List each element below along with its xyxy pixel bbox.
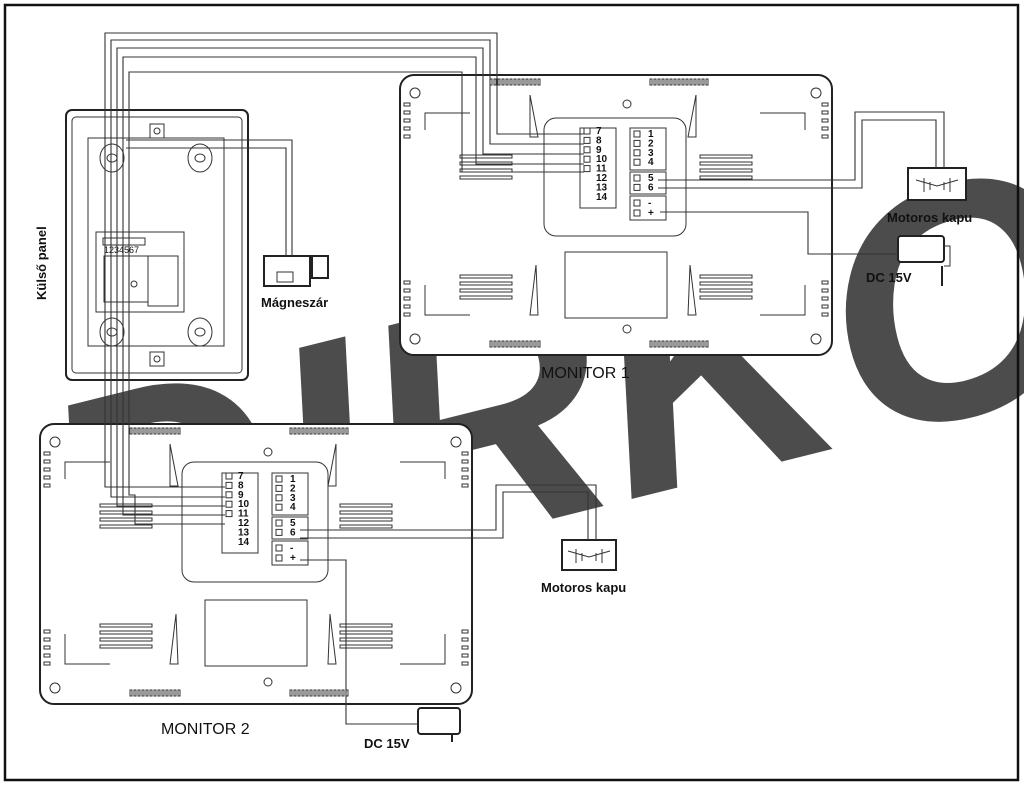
monitor-1-terminal-8: 8 (596, 135, 602, 146)
monitor-2-terminal-5: 5 (290, 518, 296, 529)
monitor-1-power-terminal-0: - (648, 198, 651, 209)
monitor-2-terminal-10: 10 (238, 499, 250, 510)
monitor-1-terminal-7: 7 (596, 126, 602, 137)
panel-dip-label: 1234567 (104, 245, 139, 255)
panel-connector-block (95, 231, 185, 313)
monitor-1-terminal-3: 3 (648, 148, 654, 159)
monitor-2-terminal-6: 6 (290, 527, 296, 538)
motor-gate-2: Motoros kapu (541, 539, 626, 595)
power-adapter-2-label: DC 15V (364, 736, 410, 751)
monitor-2-terminal-2: 2 (290, 483, 296, 494)
motor-gate-2-label: Motoros kapu (541, 580, 626, 595)
magnetic-lock-body (263, 255, 311, 287)
motor-gate-1: Motoros kapu (887, 167, 972, 225)
monitor-1-power-terminal-1: + (648, 208, 654, 219)
monitor-2-terminal-14: 14 (238, 537, 250, 548)
monitor-2-terminal-3: 3 (290, 493, 296, 504)
monitor-2-terminal-12: 12 (238, 518, 250, 529)
monitor-1-terminal-4: 4 (648, 157, 654, 168)
monitor-1-body (399, 74, 833, 356)
outer-border (3, 3, 1020, 782)
monitor-1-terminal-12: 12 (596, 173, 608, 184)
monitor-1-terminal-5: 5 (648, 173, 654, 184)
magnetic-lock-label: Mágneszár (261, 295, 328, 310)
monitor-2-terminal-13: 13 (238, 527, 250, 538)
monitor-2-terminal-8: 8 (238, 480, 244, 491)
monitor-2: MONITOR 2 (39, 423, 473, 738)
monitor-2-power-terminal-1: + (290, 553, 296, 564)
monitor-1-label: MONITOR 1 (541, 365, 630, 382)
wiring (104, 32, 945, 725)
monitor-2-label: MONITOR 2 (161, 721, 250, 738)
outdoor-panel-body (65, 109, 249, 381)
outdoor-panel-label: Külső panel (34, 226, 49, 300)
monitor-1-terminal-13: 13 (596, 182, 608, 193)
monitor-1-terminal-2: 2 (648, 138, 654, 149)
monitor-2-terminal-9: 9 (238, 490, 244, 501)
monitor-1: MONITOR 1 (399, 74, 833, 382)
monitor-2-terminal-11: 11 (238, 509, 249, 520)
power-adapter-1: DC 15V (866, 235, 951, 286)
motor-gate-1-label: Motoros kapu (887, 210, 972, 225)
monitor-2-power-terminal-0: - (290, 543, 293, 554)
monitor-1-terminal-1: 1 (648, 129, 654, 140)
monitor-1-terminal-10: 10 (596, 154, 608, 165)
power-adapter-1-label: DC 15V (866, 270, 912, 285)
monitor-2-terminal-1: 1 (290, 474, 296, 485)
monitor-2-terminal-4: 4 (290, 502, 296, 513)
power-adapter-2: DC 15V (364, 707, 461, 751)
monitor-1-terminal-14: 14 (596, 192, 608, 203)
monitor-1-terminal-11: 11 (596, 164, 607, 175)
monitor-1-terminal-9: 9 (596, 145, 602, 156)
monitor-1-terminal-6: 6 (648, 182, 654, 193)
magnetic-lock: Mágneszár (261, 255, 329, 310)
outdoor-panel: 1234567 Külső panel (34, 109, 249, 381)
monitor-2-terminal-7: 7 (238, 471, 244, 482)
